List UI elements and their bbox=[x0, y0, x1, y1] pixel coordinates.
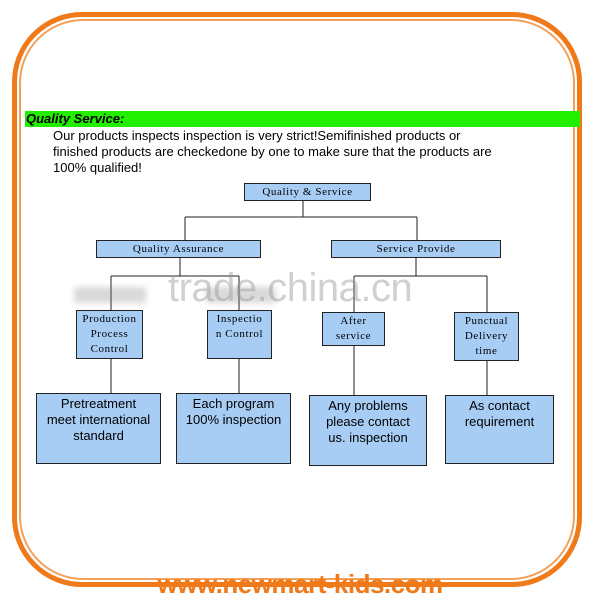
branch-label: Service Provide bbox=[376, 242, 456, 255]
node-line: After bbox=[340, 315, 367, 327]
leaf-line: us. inspection bbox=[328, 430, 408, 445]
watermark-shadow bbox=[206, 287, 276, 303]
node-line: Production bbox=[82, 313, 137, 325]
intro-line-2: finished products are checkedone by one … bbox=[53, 144, 492, 159]
node-production-process-control: Production Process Control bbox=[76, 310, 143, 359]
leaf-any-problems: Any problems please contact us. inspecti… bbox=[309, 395, 427, 466]
node-line: Punctual bbox=[464, 315, 509, 327]
root-node: Quality & Service bbox=[244, 183, 371, 201]
leaf-line: Pretreatment bbox=[60, 396, 137, 411]
footer-website: www.newmart-kids.com bbox=[157, 569, 443, 599]
orange-frame-outer bbox=[12, 12, 582, 587]
branch-quality-assurance: Quality Assurance bbox=[96, 240, 261, 258]
node-line: Inspectio bbox=[216, 313, 263, 325]
leaf-line: Each program bbox=[192, 396, 275, 411]
leaf-line: requirement bbox=[464, 414, 535, 429]
node-line: Delivery bbox=[464, 330, 509, 342]
intro-line-3: 100% qualified! bbox=[53, 160, 142, 175]
leaf-line: Any problems bbox=[328, 398, 408, 413]
node-line: service bbox=[335, 330, 372, 342]
intro-line-1: Our products inspects inspection is very… bbox=[53, 128, 461, 143]
leaf-line: As contact bbox=[469, 398, 530, 413]
node-punctual-delivery-time: Punctual Delivery time bbox=[454, 312, 519, 361]
node-line: Control bbox=[90, 343, 129, 355]
intro-text: Our products inspects inspection is very… bbox=[53, 128, 573, 176]
heading-banner bbox=[25, 111, 580, 127]
watermark-shadow bbox=[74, 287, 146, 303]
leaf-each-program: Each program 100% inspection bbox=[176, 393, 291, 464]
node-line: n Control bbox=[215, 328, 264, 340]
leaf-line: 100% inspection bbox=[185, 412, 282, 427]
node-inspection-control: Inspectio n Control bbox=[207, 310, 272, 359]
leaf-line: please contact bbox=[326, 414, 410, 429]
orange-frame-inner bbox=[19, 19, 575, 580]
leaf-line: meet international bbox=[46, 412, 151, 427]
watermark-text: trade.china.cn bbox=[168, 266, 413, 310]
leaf-as-contact: As contact requirement bbox=[445, 395, 554, 464]
node-line: Process bbox=[90, 328, 129, 340]
node-after-service: After service bbox=[322, 312, 385, 346]
leaf-line: standard bbox=[73, 428, 124, 443]
node-line: time bbox=[475, 345, 498, 357]
branch-label: Quality Assurance bbox=[132, 242, 225, 255]
section-heading: Quality Service: bbox=[26, 111, 125, 126]
leaf-pretreatment: Pretreatment meet international standard bbox=[36, 393, 161, 464]
root-node-label: Quality & Service bbox=[262, 185, 353, 198]
branch-service-provide: Service Provide bbox=[331, 240, 501, 258]
